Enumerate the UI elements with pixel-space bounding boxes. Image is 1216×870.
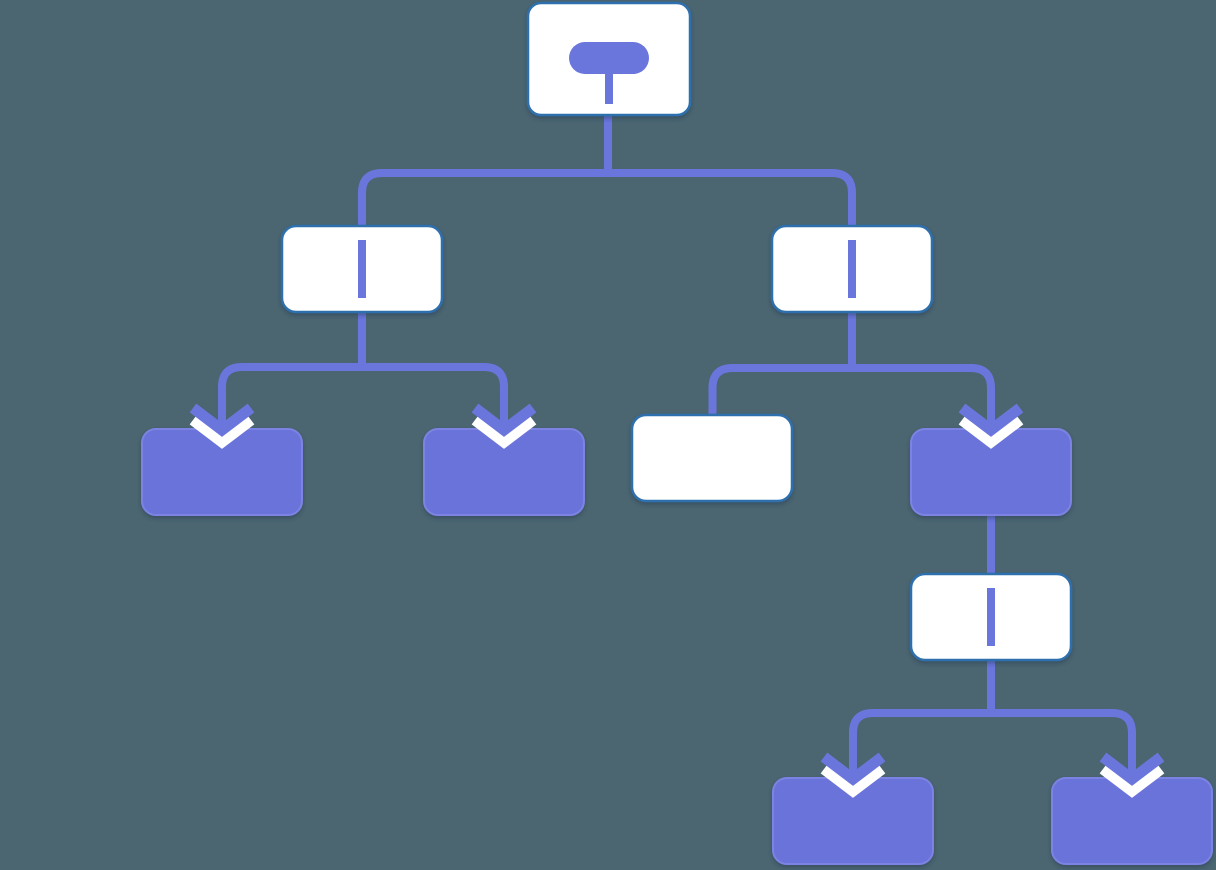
- arrow-chevron-white-2: [958, 415, 1024, 449]
- arrow-chevron-white-4: [1099, 764, 1165, 798]
- connector-lower-bar: [849, 709, 1136, 779]
- arrow-chevron-white-3: [820, 764, 886, 798]
- arrow-chevron-purple-2: [958, 403, 1024, 437]
- arrow-chevron-purple-0: [189, 403, 255, 437]
- connector-left-bar: [218, 363, 508, 430]
- connector-right-bar: [708, 364, 995, 430]
- node-layer: [141, 1, 1213, 865]
- connector-layer: [218, 114, 1136, 779]
- tree-node-root[interactable]: [526, 1, 692, 117]
- arrow-chevron-purple-4: [1099, 752, 1165, 786]
- node-shape-child-plain[interactable]: [630, 413, 794, 503]
- tree-node-branch-left[interactable]: [280, 224, 444, 314]
- arrow-down-icon: [1099, 752, 1165, 798]
- arrow-down-icon: [189, 403, 255, 449]
- arrow-down-icon: [820, 752, 886, 798]
- tree-node-branch-right[interactable]: [770, 224, 934, 314]
- connector-level1-bar: [358, 169, 856, 226]
- arrow-chevron-white-0: [189, 415, 255, 449]
- root-pill-icon: [569, 42, 649, 74]
- tree-node-branch-lower[interactable]: [909, 572, 1073, 662]
- tree-node-child-plain[interactable]: [630, 413, 794, 503]
- arrow-layer: [189, 403, 1165, 798]
- arrow-chevron-purple-1: [471, 403, 537, 437]
- arrow-chevron-purple-3: [820, 752, 886, 786]
- arrow-down-icon: [958, 403, 1024, 449]
- arrow-chevron-white-1: [471, 415, 537, 449]
- arrow-down-icon: [471, 403, 537, 449]
